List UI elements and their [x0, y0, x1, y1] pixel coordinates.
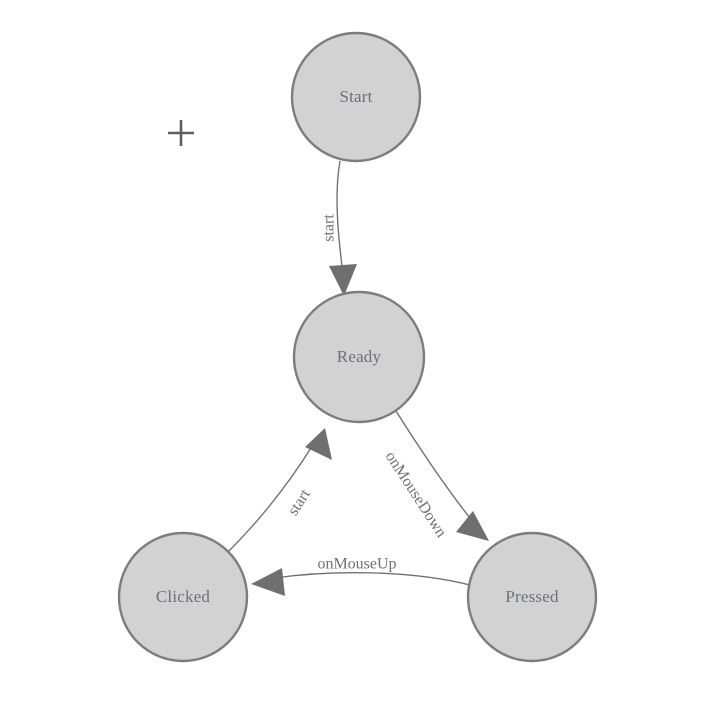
edge-line-pressed-to-clicked — [274, 572, 471, 586]
edge-label-pressed-to-clicked: onMouseUp — [317, 556, 396, 573]
node-label-start: Start — [339, 87, 372, 106]
node-label-ready: Ready — [337, 347, 382, 366]
edge-label-ready-to-pressed: onMouseDown — [382, 449, 450, 541]
node-label-pressed: Pressed — [505, 587, 559, 606]
arrowhead-icon — [305, 428, 332, 460]
node-ready[interactable]: Ready — [292, 290, 426, 424]
arrowhead-icon — [251, 568, 285, 596]
cursor-layer — [168, 120, 194, 146]
node-circle-start[interactable] — [290, 31, 422, 163]
edge-label-start-to-ready: start — [321, 214, 338, 242]
node-label-clicked: Clicked — [156, 587, 211, 606]
node-clicked[interactable]: Clicked — [117, 531, 249, 663]
edge-pressed-to-clicked[interactable]: onMouseUp — [251, 556, 471, 596]
node-circle-pressed[interactable] — [466, 531, 598, 663]
edge-line-clicked-to-ready — [226, 442, 315, 554]
node-circle-clicked[interactable] — [117, 531, 249, 663]
node-circle-ready[interactable] — [292, 290, 426, 424]
edge-clicked-to-ready[interactable]: start — [226, 428, 332, 554]
arrowhead-icon — [329, 264, 357, 296]
arrowhead-icon — [456, 511, 489, 541]
edge-start-to-ready[interactable]: start — [321, 160, 357, 296]
node-start[interactable]: Start — [290, 31, 422, 163]
crosshair-icon — [168, 120, 194, 146]
edge-ready-to-pressed[interactable]: onMouseDown — [382, 410, 489, 541]
edge-line-start-to-ready — [336, 160, 345, 284]
node-pressed[interactable]: Pressed — [466, 531, 598, 663]
edge-label-clicked-to-ready: start — [285, 486, 315, 519]
